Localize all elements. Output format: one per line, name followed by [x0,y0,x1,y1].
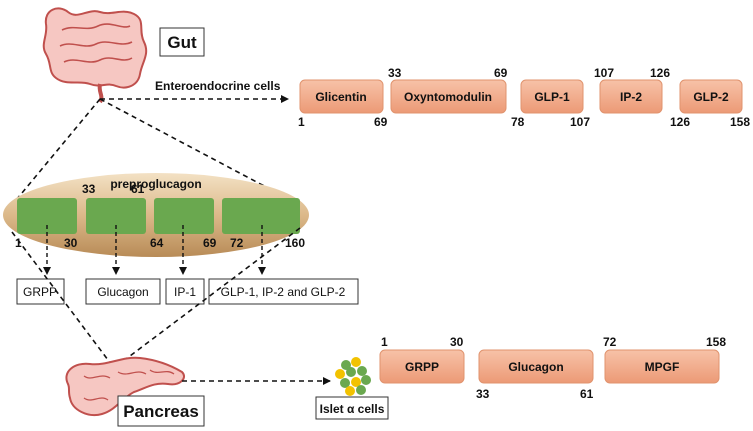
ip1-box [165,278,205,305]
precursor-num-61: 61 [131,182,145,196]
grpp-product-label: GRPP [23,285,57,299]
glp2-box [679,79,743,114]
pancreas-fan-right [113,227,301,369]
pancreas-grpp-start: 1 [381,335,388,349]
pancreas-products: GRPP 1 30 Glucagon 33 61 MPGF 72 158 [379,335,726,401]
pancreas-fan-left [11,231,115,369]
pancreas-glucagon-start: 33 [476,387,490,401]
glp1-box [520,79,584,114]
ip2-box [599,79,663,114]
precursor-segment-ip1 [154,198,214,234]
ip2-start: 107 [594,66,614,80]
enteroendocrine-label: Enteroendocrine cells [155,79,281,93]
glicentin-label: Glicentin [315,90,366,104]
mpgf-label: MPGF [645,360,680,374]
gut-fan-left [11,98,101,206]
mpgf-start: 72 [603,335,617,349]
glicentin-end: 69 [374,115,388,129]
glicentin-start: 1 [298,115,305,129]
pancreas-label-box [117,395,205,427]
precursor-num-72: 72 [230,236,244,250]
gut-label: Gut [167,33,197,52]
mpgf-end: 158 [706,335,726,349]
precursor-num-33: 33 [82,182,96,196]
pancreas-icon [65,356,186,416]
glp-group-box [208,278,359,305]
islet-label-box [315,396,389,420]
precursor-num-69: 69 [203,236,217,250]
precursor-segment-grpp [17,198,77,234]
pancreas-glucagon-end: 61 [580,387,594,401]
precursor-num-1: 1 [15,236,22,250]
islet-label: Islet α cells [320,402,385,416]
pancreas-label: Pancreas [123,402,199,421]
glp1-label: GLP-1 [534,90,570,104]
glp2-end: 158 [730,115,750,129]
glicentin-box [299,79,384,114]
ip1-product-label: IP-1 [174,285,196,299]
mpgf-box [604,349,720,384]
gut-fan-right [99,98,301,206]
oxyntomodulin-end: 69 [494,66,508,80]
glp1-start: 78 [511,115,525,129]
glp-group-product-label: GLP-1, IP-2 and GLP-2 [221,285,346,299]
oxyntomodulin-start: 33 [388,66,402,80]
glp2-label: GLP-2 [693,90,729,104]
glucagon-product-label: Glucagon [97,285,148,299]
pancreas-grpp-label: GRPP [405,360,439,374]
ip2-end: 126 [650,66,670,80]
glucagon-box [85,278,161,305]
precursor-segment-mpgf [222,198,300,234]
pancreas-glucagon-box [478,349,594,384]
oxyntomodulin-box [390,79,507,114]
oxyntomodulin-label: Oxyntomodulin [404,90,492,104]
glp2-start: 126 [670,115,690,129]
precursor-num-64: 64 [150,236,164,250]
precursor-num-30: 30 [64,236,78,250]
pancreas-grpp-box [379,349,465,384]
pancreas-grpp-end: 30 [450,335,464,349]
islet-cells-icon [335,357,371,396]
gut-label-box [159,27,205,57]
glp1-end: 107 [570,115,590,129]
intestine-icon [42,7,148,104]
precursor-num-160: 160 [285,236,305,250]
precursor-segment-glucagon [86,198,146,234]
preproglucagon-label: preproglucagon [110,177,201,191]
ip2-label: IP-2 [620,90,642,104]
gut-products: Glicentin 1 69 Oxyntomodulin 33 69 GLP-1… [298,66,750,129]
pancreas-glucagon-label: Glucagon [508,360,563,374]
